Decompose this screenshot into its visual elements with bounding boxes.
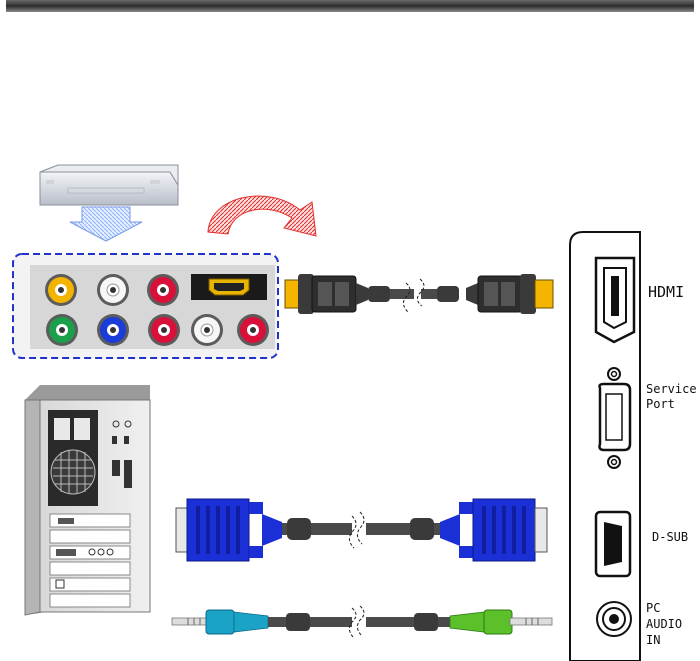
hdmi-cable-icon	[285, 274, 553, 314]
dvd-player-icon	[40, 165, 178, 205]
header-bar	[6, 0, 694, 12]
dsub-port-label: D-SUB	[652, 530, 688, 545]
rca-jack-blue	[97, 314, 129, 346]
hdmi-port-label: HDMI	[648, 285, 684, 300]
hdmi-port-panel	[191, 274, 267, 300]
rca-jack-white	[97, 274, 129, 306]
pc-audio-port-icon	[597, 602, 631, 636]
rca-jack-red-2	[148, 314, 180, 346]
rca-jack-red-3	[237, 314, 269, 346]
pc-audio-port-label: PC AUDIO IN	[646, 600, 696, 648]
rca-jack-red	[147, 274, 179, 306]
vga-cable-icon	[176, 499, 547, 561]
signal-arrow-down-icon	[70, 207, 142, 241]
audio-cable-icon	[172, 606, 552, 638]
signal-arrow-curved-icon	[208, 196, 316, 236]
rca-jack-yellow	[45, 274, 77, 306]
pc-tower-icon	[25, 385, 150, 615]
rca-jack-white-2	[191, 314, 223, 346]
service-port-label: Service Port	[646, 382, 698, 412]
dsub-port-icon	[596, 512, 630, 576]
hdmi-port-icon	[596, 258, 634, 342]
rca-jack-green	[46, 314, 78, 346]
